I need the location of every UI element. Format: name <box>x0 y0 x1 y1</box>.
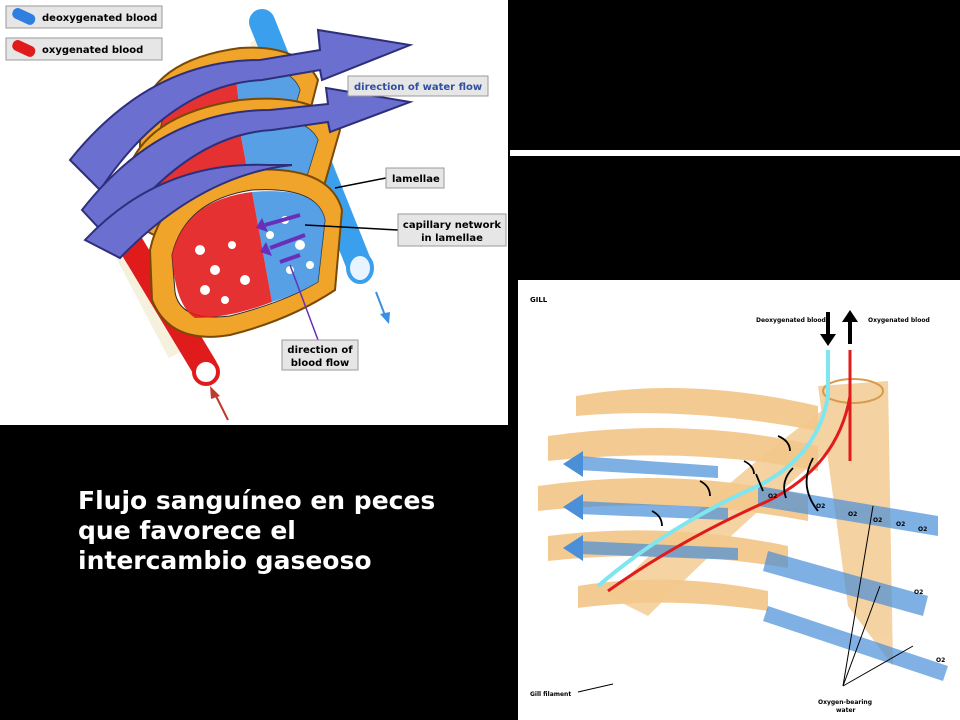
support-rod <box>113 246 182 359</box>
water-flow-label: direction of water flow <box>354 82 482 93</box>
blood-flow-arrows <box>264 213 306 264</box>
caption-line-1: Flujo sanguíneo en peces <box>78 486 436 515</box>
water-left-arrow-icon <box>563 494 583 520</box>
gill-filament-label: Gill filament <box>530 691 571 698</box>
panel-divider <box>518 280 960 286</box>
blood-flow-label-box <box>281 339 359 371</box>
oxygenated-blood-label: Oxygenated blood <box>868 317 930 324</box>
water-flow-bands <box>578 456 948 681</box>
legend: deoxygenated blood oxygenated blood <box>5 5 163 61</box>
gill-lamellae-diagram: deoxygenated blood oxygenated blood <box>0 0 508 425</box>
caption-line-2: que favorece el <box>78 516 296 545</box>
water-left-arrow-icon <box>563 535 583 561</box>
svg-text:O2: O2 <box>873 517 882 524</box>
caption-line-3: intercambio gaseoso <box>78 546 372 575</box>
svg-text:O2: O2 <box>896 521 905 528</box>
blood-flow-label-line2: blood flow <box>291 358 350 369</box>
oxygen-water-label-line1: Oxygen-bearing <box>818 699 872 706</box>
blood-out-arrow-icon <box>375 291 390 324</box>
water-flow-arrow <box>83 163 293 260</box>
oxygen-water-label-line2: water <box>836 707 856 714</box>
capillary-label-line1: capillary network <box>403 220 502 231</box>
blood-in-arrow-icon <box>210 386 229 421</box>
svg-text:O2: O2 <box>848 511 857 518</box>
svg-text:O2: O2 <box>936 657 945 664</box>
oxygenated-swatch-icon <box>12 40 36 57</box>
gill-title: GILL <box>530 296 548 304</box>
legend-box-oxygenated <box>5 37 163 61</box>
legend-box-deoxygenated <box>5 5 163 29</box>
capillary-label-line2: in lamellae <box>421 233 483 244</box>
oxygenated-vessel <box>607 350 852 593</box>
oxygen-marks: O2 O2 O2 O2 O2 O2 O2 O2 <box>768 493 945 664</box>
legend-label-deoxygenated: deoxygenated blood <box>42 13 157 24</box>
water-left-arrow-icon <box>563 451 583 477</box>
svg-text:O2: O2 <box>816 503 825 510</box>
svg-text:O2: O2 <box>768 493 777 500</box>
blood-flow-arrows <box>651 435 819 527</box>
panel-divider <box>510 150 960 156</box>
lamellae-label: lamellae <box>392 174 440 185</box>
water-flow-label-box <box>347 75 489 97</box>
gill-lamellae-svg: deoxygenated blood oxygenated blood <box>5 5 507 421</box>
empty-panel-middle <box>510 156 960 284</box>
capillary-label-box <box>397 213 507 247</box>
water-direction-arrows <box>563 451 583 561</box>
svg-text:O2: O2 <box>914 589 923 596</box>
lamella <box>148 168 344 338</box>
oxygenated-vessel-end <box>192 358 220 386</box>
gill-filament-diagram: GILL Deoxygenated blood Oxygenated blood <box>518 286 960 720</box>
water-flow-arrow <box>68 28 414 192</box>
legend-label-oxygenated: oxygenated blood <box>42 45 143 56</box>
slide-caption: Flujo sanguíneo en peces que favorece el… <box>78 486 498 576</box>
deoxygenated-swatch-icon <box>12 8 36 25</box>
blood-flow-label-line1: direction of <box>287 345 353 356</box>
svg-text:O2: O2 <box>918 526 927 533</box>
deoxygenated-vessel-end <box>346 252 374 284</box>
lamellae-label-box <box>385 167 445 189</box>
empty-panel-top <box>510 0 960 150</box>
deoxygenated-blood-label: Deoxygenated blood <box>756 317 826 324</box>
deoxygenated-vessel <box>596 350 830 588</box>
gill-filament-svg: GILL Deoxygenated blood Oxygenated blood <box>530 296 948 714</box>
